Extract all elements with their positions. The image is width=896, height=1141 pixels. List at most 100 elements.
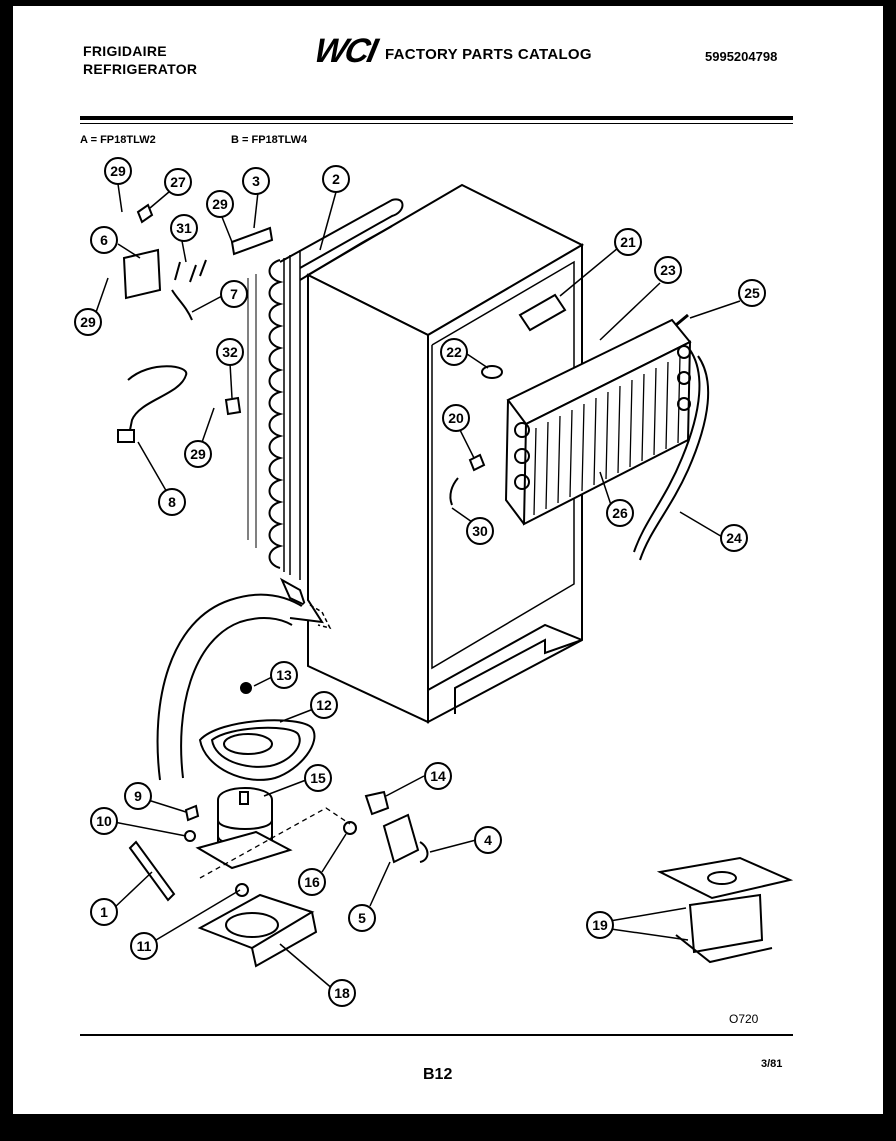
defrost-terminator: [468, 453, 486, 472]
callout-label: 15: [310, 770, 326, 786]
sensor-clip: [449, 477, 459, 506]
callout-label: 6: [100, 232, 108, 248]
callout-11: 11: [130, 932, 158, 960]
callout-label: 3: [252, 173, 260, 189]
callout-label: 29: [190, 446, 206, 462]
callout-label: 24: [726, 530, 742, 546]
callout-1: 1: [90, 898, 118, 926]
callout-4: 4: [474, 826, 502, 854]
grommet-9: [184, 804, 200, 822]
callout-10: 10: [90, 807, 118, 835]
callout-32: 32: [216, 338, 244, 366]
callout-label: 32: [222, 344, 238, 360]
callout-29d: 29: [184, 440, 212, 468]
callout-12: 12: [310, 691, 338, 719]
callout-7: 7: [220, 280, 248, 308]
wiring-harness-31: [171, 259, 207, 321]
catalog-number: 5995204798: [705, 49, 778, 64]
callout-label: 4: [484, 832, 492, 848]
callout-label: 14: [430, 768, 446, 784]
callout-20: 20: [442, 404, 470, 432]
capacitor: [382, 813, 420, 864]
model-a: A = FP18TLW2: [80, 134, 156, 146]
callout-label: 29: [80, 314, 96, 330]
callout-16: 16: [298, 868, 326, 896]
brand-name: FRIGIDAIRE REFRIGERATOR: [83, 42, 197, 78]
callout-label: 22: [446, 344, 462, 360]
spacer-10: [184, 830, 196, 842]
callout-label: 12: [316, 697, 332, 713]
callout-label: 10: [96, 813, 112, 829]
callout-9: 9: [124, 782, 152, 810]
callout-3: 3: [242, 167, 270, 195]
callout-label: 19: [592, 917, 608, 933]
callout-30: 30: [466, 517, 494, 545]
callout-label: 7: [230, 286, 238, 302]
model-b: B = FP18TLW4: [231, 134, 308, 146]
compressor: [195, 787, 293, 870]
compressor-base: [197, 883, 318, 968]
mounting-bracket: [122, 248, 162, 300]
figure-code: O720: [729, 1012, 759, 1026]
callout-6: 6: [90, 226, 118, 254]
callout-31: 31: [170, 214, 198, 242]
callout-label: 21: [620, 234, 636, 250]
callout-26: 26: [606, 499, 634, 527]
callout-label: 29: [212, 196, 228, 212]
brand-line-1: FRIGIDAIRE: [83, 43, 167, 59]
callout-5: 5: [348, 904, 376, 932]
callout-label: 2: [332, 171, 340, 187]
callout-13: 13: [270, 661, 298, 689]
callout-label: 11: [137, 938, 152, 954]
callout-25: 25: [738, 279, 766, 307]
callout-8: 8: [158, 488, 186, 516]
bracket-3: [230, 226, 274, 256]
header-rule-thick: [80, 116, 793, 120]
callout-18: 18: [328, 979, 356, 1007]
callout-label: 18: [334, 985, 350, 1001]
callout-27: 27: [164, 168, 192, 196]
callout-label: 5: [358, 910, 366, 926]
callout-label: 20: [448, 410, 464, 426]
brand-line-2: REFRIGERATOR: [83, 61, 198, 77]
filter-drier: [128, 840, 176, 902]
drain-tube: [156, 593, 332, 781]
callout-label: 9: [134, 788, 142, 804]
relay-14: [364, 790, 390, 816]
callout-label: 25: [744, 285, 760, 301]
callout-label: 26: [612, 505, 628, 521]
clip-27: [136, 203, 154, 224]
callout-label: 29: [110, 163, 126, 179]
revision-date: 3/81: [761, 1058, 783, 1070]
callout-29a: 29: [104, 157, 132, 185]
callout-14: 14: [424, 762, 452, 790]
callout-label: 23: [660, 262, 676, 278]
footer-rule: [80, 1034, 793, 1036]
callout-15: 15: [304, 764, 332, 792]
callout-29b: 29: [206, 190, 234, 218]
callout-label: 13: [276, 667, 292, 683]
callout-2: 2: [322, 165, 350, 193]
evaporator-coil: [504, 293, 710, 561]
callout-21: 21: [614, 228, 642, 256]
callout-29c: 29: [74, 308, 102, 336]
callout-23: 23: [654, 256, 682, 284]
power-cord: [127, 365, 188, 441]
overload-16: [343, 821, 357, 835]
callout-label: 16: [304, 874, 320, 890]
overload-32: [224, 396, 242, 416]
refrigerator-cabinet: [305, 183, 585, 724]
power-plug: [117, 429, 135, 443]
parts-linework: [117, 183, 794, 968]
callout-label: 8: [168, 494, 176, 510]
catalog-title: FACTORY PARTS CATALOG: [385, 46, 592, 63]
callout-24: 24: [720, 524, 748, 552]
wiring-dashed: [199, 807, 351, 879]
drain-pan: [198, 682, 316, 781]
thermostat-bulb: [481, 365, 503, 379]
page-number: B12: [423, 1066, 453, 1083]
callout-19: 19: [586, 911, 614, 939]
callout-label: 1: [100, 904, 108, 920]
callout-label: 27: [170, 174, 186, 190]
